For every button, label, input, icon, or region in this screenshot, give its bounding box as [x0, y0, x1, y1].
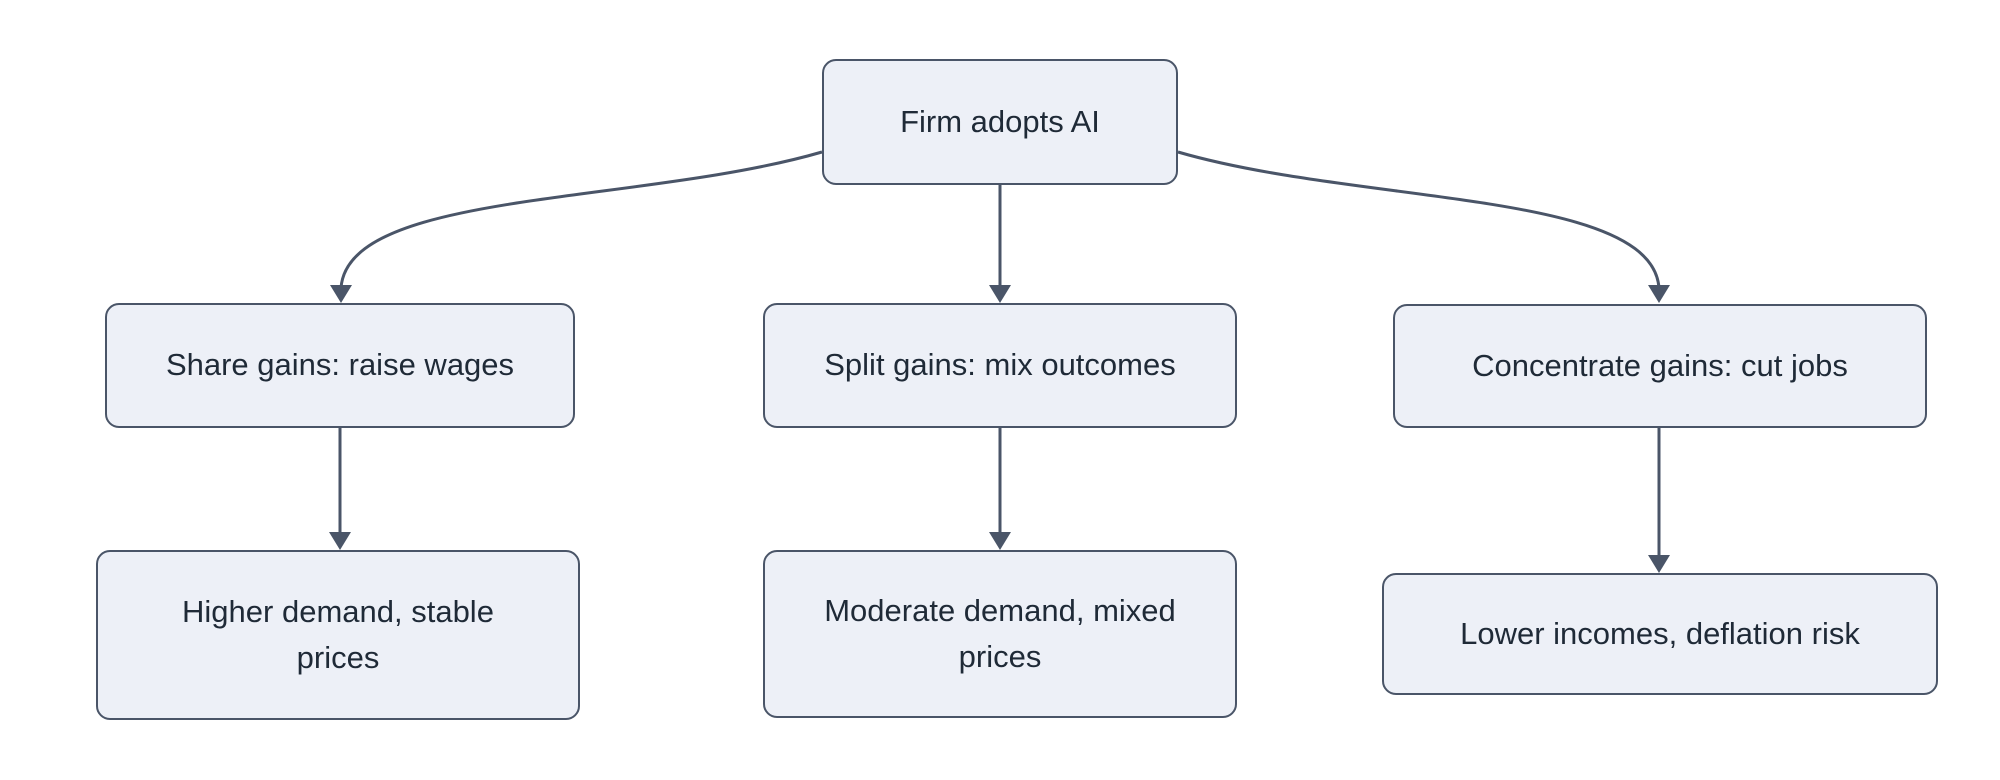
node-firm-adopts-ai: Firm adopts AI	[822, 59, 1178, 185]
node-concentrate-gains: Concentrate gains: cut jobs	[1393, 304, 1927, 428]
edge-firm-to-concentrate-arrowhead	[1648, 285, 1670, 303]
node-lower-incomes: Lower incomes, deflation risk	[1382, 573, 1938, 695]
edge-firm-to-concentrate	[1177, 150, 1661, 289]
edge-firm-to-share-arrowhead	[330, 285, 352, 303]
edge-share-to-higher-demand-arrowhead	[329, 532, 351, 550]
node-moderate-demand: Moderate demand, mixed prices	[763, 550, 1237, 718]
node-share-gains: Share gains: raise wages	[105, 303, 575, 428]
edge-split-to-moderate-demand-arrowhead	[989, 532, 1011, 550]
node-higher-demand: Higher demand, stable prices	[96, 550, 580, 720]
edge-firm-to-split-arrowhead	[989, 285, 1011, 303]
edge-firm-to-share	[339, 150, 823, 289]
edge-concentrate-to-lower-incomes-arrowhead	[1648, 555, 1670, 573]
node-split-gains: Split gains: mix outcomes	[763, 303, 1237, 428]
